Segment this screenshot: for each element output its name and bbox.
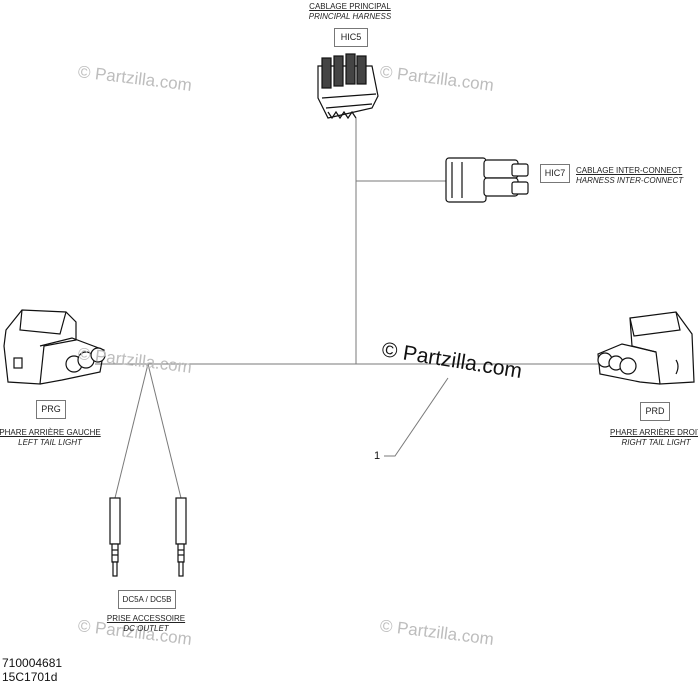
- hic7-label-fr: CABLAGE INTER-CONNECT: [576, 166, 683, 175]
- prg-connector: [3, 309, 106, 385]
- prd-code: PRD: [640, 402, 670, 421]
- dc5-label-en: DC OUTLET: [123, 624, 169, 633]
- hic5-connector: [317, 53, 379, 120]
- hic5-code: HIC5: [334, 28, 368, 47]
- doc-number: 710004681: [2, 656, 63, 670]
- hic5-label-en: PRINCIPAL HARNESS: [308, 12, 392, 21]
- callout-number: 1: [374, 450, 381, 462]
- prg-code: PRG: [36, 400, 66, 419]
- hic7-label-en: HARNESS INTER-CONNECT: [576, 176, 684, 185]
- doc-revision: 15C1701d: [2, 670, 58, 684]
- dc5a-terminal: [109, 497, 121, 577]
- callout-leader: [384, 377, 449, 457]
- prd-label-en: RIGHT TAIL LIGHT: [621, 438, 691, 447]
- prg-label-en: LEFT TAIL LIGHT: [18, 438, 82, 447]
- prg-label-fr: PHARE ARRIÈRE GAUCHE: [0, 428, 101, 437]
- dc5-code: DC5A / DC5B: [118, 590, 176, 609]
- dc5b-wire: [147, 363, 182, 499]
- prd-label-fr: PHARE ARRIÈRE DROIT: [609, 428, 698, 437]
- dc5a-wire: [114, 363, 149, 499]
- dc5b-terminal: [175, 497, 187, 577]
- hic7-code: HIC7: [540, 164, 570, 183]
- prd-connector: [597, 311, 695, 385]
- hic5-label-fr: CABLAGE PRINCIPAL: [309, 2, 391, 11]
- hic7-connector: [445, 157, 529, 203]
- dc5-label-fr: PRISE ACCESSOIRE: [106, 614, 186, 623]
